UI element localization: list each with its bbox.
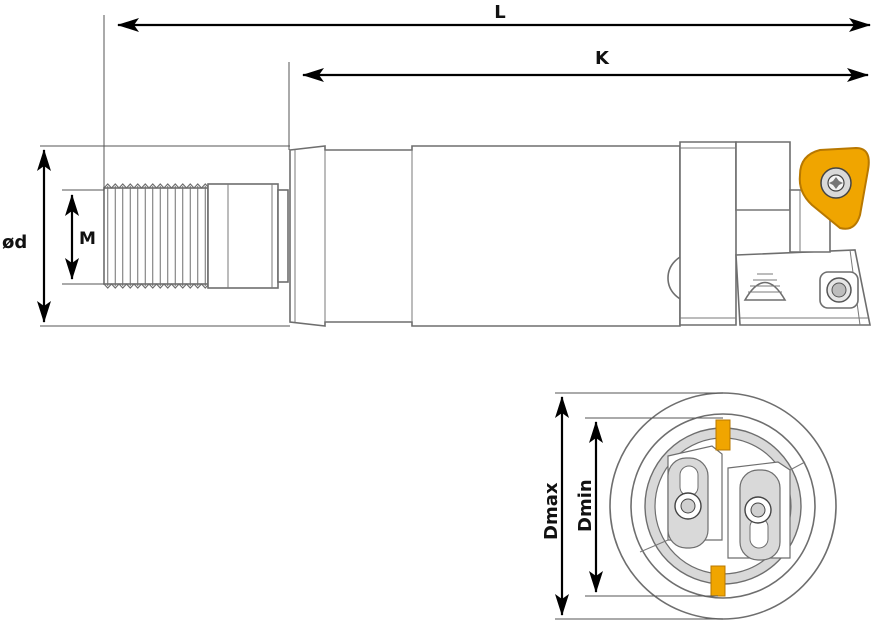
label-K: K bbox=[595, 48, 610, 69]
end-extension-lines bbox=[555, 392, 723, 620]
clamp-screw bbox=[743, 273, 787, 301]
thread-crest bbox=[103, 283, 210, 289]
thread-crest bbox=[103, 183, 210, 189]
dimension-L: L bbox=[117, 2, 871, 32]
label-M: M bbox=[79, 229, 96, 249]
dimension-Dmin: Dmin bbox=[575, 421, 603, 593]
label-L: L bbox=[494, 2, 505, 23]
cutting-insert bbox=[798, 146, 870, 230]
dimension-d: ød bbox=[2, 149, 51, 323]
end-insert-bottom bbox=[710, 565, 726, 597]
shank-body bbox=[289, 145, 717, 327]
cutting-head bbox=[679, 141, 871, 326]
dimension-Dmax: Dmax bbox=[541, 396, 569, 616]
dimension-M: M bbox=[65, 194, 96, 280]
thread-lines bbox=[103, 183, 210, 289]
dimension-K: K bbox=[302, 48, 869, 82]
thread-section bbox=[103, 183, 289, 289]
side-view bbox=[103, 141, 871, 327]
end-screw-left bbox=[674, 492, 702, 520]
label-Dmin: Dmin bbox=[575, 479, 596, 532]
side-screw bbox=[819, 271, 859, 309]
label-Dmax: Dmax bbox=[541, 482, 562, 540]
end-screw-right bbox=[744, 496, 772, 524]
label-d: ød bbox=[2, 232, 27, 253]
extension-lines bbox=[40, 15, 290, 327]
end-view bbox=[609, 392, 837, 620]
end-insert-top bbox=[715, 419, 731, 451]
